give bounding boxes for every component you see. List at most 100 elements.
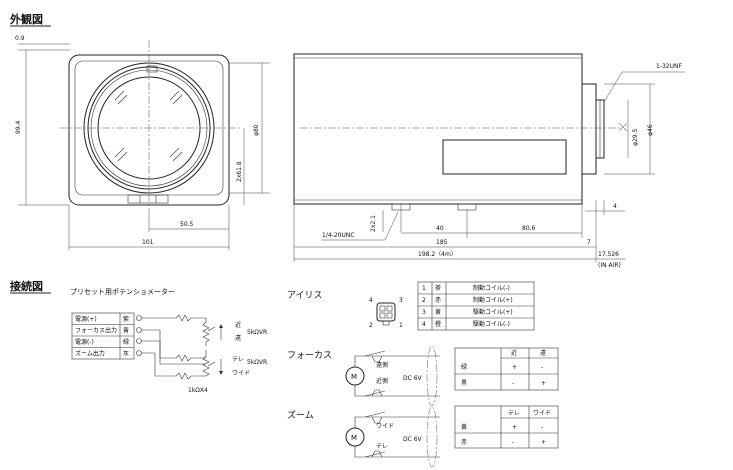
thread-label: 1-32UNF xyxy=(656,63,682,70)
iris-row-color: 赤 xyxy=(435,297,441,304)
iris-row-desc: 駆動コイル(+) xyxy=(473,308,513,316)
terminal-dot xyxy=(136,338,142,344)
dim-total: 198.2（4m） xyxy=(418,251,457,258)
focus-voltage: DC 6V xyxy=(403,375,423,382)
near-label: 近 xyxy=(235,321,241,329)
front-bottom-mount xyxy=(127,194,169,204)
preset-potentiometer-diagram: プリセット用ポテンショメーター 電源(+) 紫 フォーカス出力 青 電源(-) … xyxy=(70,287,267,394)
front-lens-top-tab xyxy=(146,65,158,73)
dim-front-half-height: 2x61.8 xyxy=(236,161,243,182)
focus-row-value: + xyxy=(512,364,517,371)
iris-row-desc: 制動コイル(+) xyxy=(473,296,513,304)
focus-switch-top-label: 遠側 xyxy=(376,361,388,369)
zoom-polarity-table: テレ ワイド 黄 + - 赤 - + xyxy=(454,405,559,449)
zoom-row-color: 黄 xyxy=(461,423,467,431)
pin-number: 4 xyxy=(369,297,373,304)
terminal-dot xyxy=(136,327,142,333)
tele-label: テレ xyxy=(232,356,244,363)
terminal-dot xyxy=(136,350,142,356)
limit-switch xyxy=(364,390,386,397)
dim-front-diameter: φ80 xyxy=(253,124,260,136)
iris-label: アイリス xyxy=(287,291,323,301)
iris-wire-table: 1 茶 制動コイル(-) 2 赤 制動コイル(+) 3 黄 駆動コイル(+) 4… xyxy=(417,281,535,331)
limit-switch xyxy=(364,350,386,357)
dim-front-height: 99.4 xyxy=(15,120,22,134)
preset-wire-table: 電源(+) 紫 フォーカス出力 青 電源(-) 緑 ズーム出力 灰 xyxy=(71,312,135,360)
zoom-row-value: + xyxy=(541,439,546,446)
preset-row-label: フォーカス出力 xyxy=(75,327,117,335)
outline-heading: 外観図 xyxy=(9,12,43,26)
focus-polarity-table: 近 遠 緑 + - 黒 - + xyxy=(454,347,559,391)
preset-row-label: ズーム出力 xyxy=(75,350,105,358)
zoom-col-header: テレ xyxy=(508,410,520,417)
focus-col-header: 近 xyxy=(511,349,517,357)
focus-row-color: 黒 xyxy=(461,380,467,387)
diode xyxy=(371,389,383,397)
zoom-row-color: 赤 xyxy=(461,439,467,446)
front-view: 0.9 99.4 50.5 101 φ80 2x61.8 xyxy=(15,35,270,250)
preset-row-color: 灰 xyxy=(123,350,129,358)
connector-pin xyxy=(379,305,386,312)
side-label-panel xyxy=(442,139,567,175)
connector-pin xyxy=(379,312,386,319)
preset-row-color: 青 xyxy=(123,327,129,335)
cable-bundle xyxy=(426,345,438,407)
preset-row-label: 電源(+) xyxy=(75,315,97,323)
diode xyxy=(371,450,383,458)
zoom-switch-bottom-label: テレ xyxy=(376,443,388,450)
pin-number: 2 xyxy=(369,322,373,329)
iris-row-desc: 駆動コイル(-) xyxy=(473,320,510,328)
limit-switch xyxy=(364,451,386,458)
tripod-socket xyxy=(457,203,477,211)
resistor-bottom-value: 5kΩVR xyxy=(247,359,267,366)
dim-rear-diameter-small: φ29.5 xyxy=(632,129,639,147)
preset-row-color: 紫 xyxy=(123,315,129,323)
focus-motor-label: M xyxy=(351,373,357,381)
focus-row-value: - xyxy=(541,364,543,371)
dim-185: 185 xyxy=(436,239,448,246)
dim-rear-diameter-large: φ46 xyxy=(647,124,654,136)
focus-label: フォーカス xyxy=(287,350,332,361)
zoom-motor-label: M xyxy=(351,434,357,442)
cable-bundle xyxy=(426,406,438,468)
dim-80-6: 80.6 xyxy=(522,225,536,232)
dim-front-offset: 50.5 xyxy=(180,221,194,228)
lens-reflection-mark xyxy=(169,147,180,158)
side-view: 1-32UNF φ46 φ29.5 4 2x2.1 1/4-20UNC 40 8… xyxy=(293,53,685,269)
focus-row-value: + xyxy=(541,380,546,387)
zoom-col-header: ワイド xyxy=(533,410,551,417)
resistor-top-value: 5kΩVR xyxy=(247,329,267,336)
dim-top-gap: 0.9 xyxy=(15,35,25,42)
connector-pin xyxy=(386,305,393,312)
diode xyxy=(371,416,383,424)
iris-row-color: 黄 xyxy=(435,308,441,316)
side-rear-flange xyxy=(581,83,597,175)
in-air-note: (IN AIR) xyxy=(598,262,621,269)
dim-backfocus: 17.526 xyxy=(598,251,619,258)
wide-label: ワイド xyxy=(232,370,250,377)
limit-switch xyxy=(364,411,386,418)
focus-switch-bottom-label: 近側 xyxy=(376,377,388,385)
resistor-fixed xyxy=(141,352,206,380)
dim-7: 7 xyxy=(587,239,591,246)
tripod-label: 1/4-20UNC xyxy=(322,232,355,239)
iris-row-desc: 制動コイル(-) xyxy=(473,284,510,292)
zoom-label: ズーム xyxy=(287,409,314,421)
zoom-row-value: + xyxy=(512,424,517,431)
zoom-voltage: DC 6V xyxy=(403,436,423,443)
resistor-fixed xyxy=(141,340,206,362)
iris-row-no: 1 xyxy=(422,285,426,292)
iris-row-no: 2 xyxy=(422,297,426,304)
zoom-row-value: - xyxy=(541,424,543,431)
dim-front-width: 101 xyxy=(142,239,154,246)
iris-row-no: 4 xyxy=(422,321,426,328)
iris-row-no: 3 xyxy=(422,309,426,316)
zoom-motor-diagram: ズーム M ワイド テレ DC 6V テレ ワイド 黄 + - 赤 - + xyxy=(287,405,559,468)
far-label: 遠 xyxy=(235,334,241,342)
dim-flange: 4 xyxy=(613,203,617,210)
resistor-fixed xyxy=(141,314,206,322)
dim-tripod-offset: 2x2.1 xyxy=(370,215,377,232)
lens-reflection-mark xyxy=(114,147,125,158)
lens-reflection-mark xyxy=(169,90,180,101)
lens-reflection-mark xyxy=(114,90,125,101)
